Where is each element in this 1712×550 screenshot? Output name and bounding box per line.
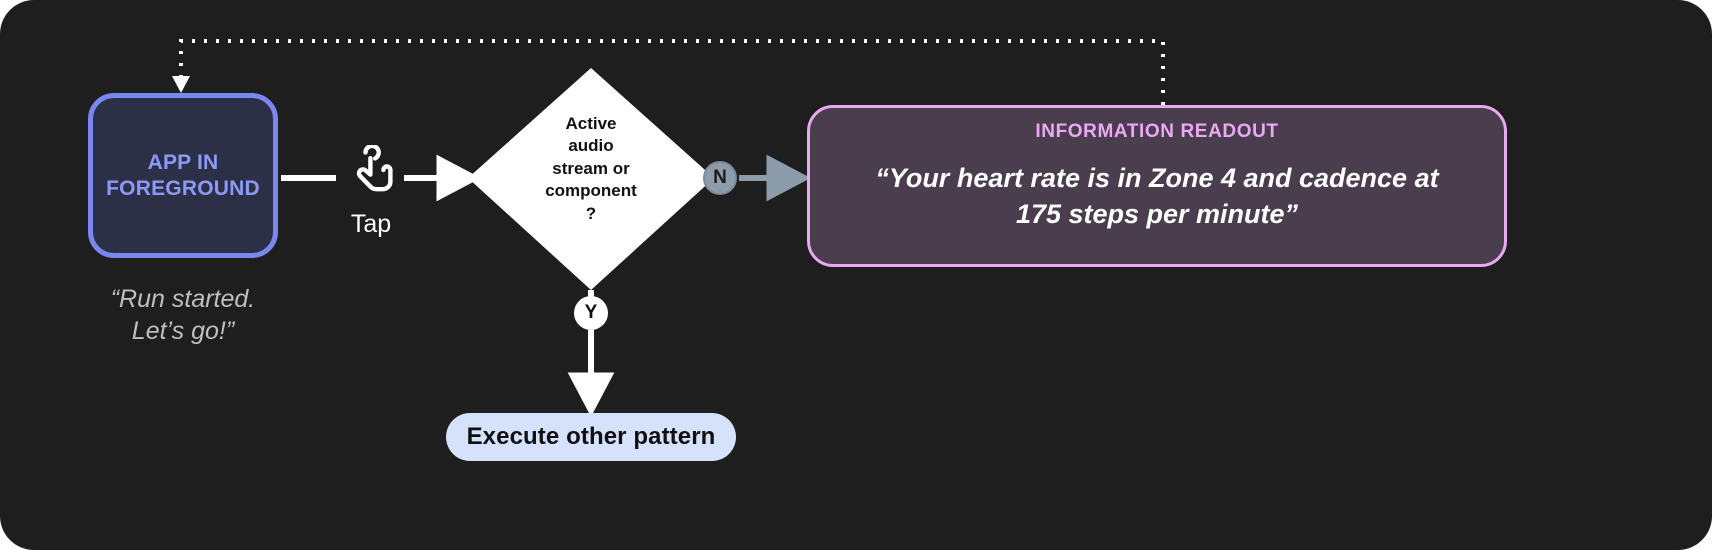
readout-title: INFORMATION READOUT xyxy=(1035,121,1279,142)
branch-badge-yes: Y xyxy=(574,296,608,330)
execute-other-pattern-pill[interactable]: Execute other pattern xyxy=(446,413,736,461)
information-readout-node[interactable]: INFORMATION READOUT “Your heart rate is … xyxy=(807,105,1507,267)
app-node-label-line2: FOREGROUND xyxy=(106,176,260,200)
app-in-foreground-node[interactable]: APP IN FOREGROUND xyxy=(88,93,278,258)
execute-other-pattern-label: Execute other pattern xyxy=(466,423,716,450)
readout-body: “Your heart rate is in Zone 4 and cadenc… xyxy=(849,160,1464,233)
readout-body-line1: “Your heart rate is in Zone 4 and cadenc… xyxy=(875,163,1439,193)
branch-badge-no: N xyxy=(703,161,737,195)
app-node-label-line1: APP IN xyxy=(147,151,219,175)
tap-gesture-icon xyxy=(346,143,396,206)
readout-body-line2: 175 steps per minute” xyxy=(1015,199,1299,230)
app-caption-line1: “Run started. xyxy=(110,285,256,313)
tap-gesture-group: Tap xyxy=(336,143,406,238)
tap-gesture-label: Tap xyxy=(350,210,392,238)
decision-diamond xyxy=(468,68,714,290)
feedback-loop-path xyxy=(179,39,1165,105)
branch-badge-no-label: N xyxy=(713,167,727,188)
feedback-loop-arrowhead xyxy=(172,76,190,93)
branch-badge-yes-label: Y xyxy=(584,302,598,323)
app-caption-line2: Let’s go!” xyxy=(131,317,235,345)
app-node-caption: “Run started. Let’s go!” xyxy=(78,283,288,347)
